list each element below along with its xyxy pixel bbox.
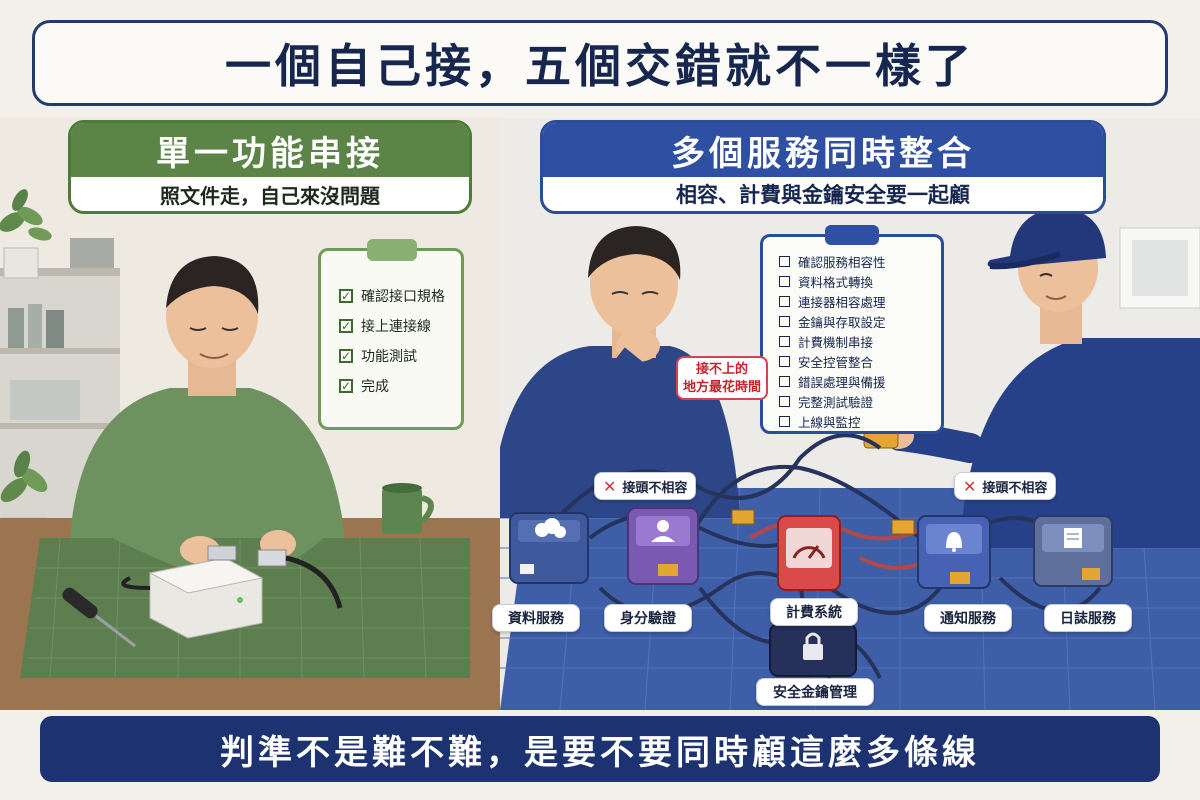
left-subheading: 照文件走，自己來沒問題: [160, 183, 380, 208]
checklist-label: 安全控管整合: [798, 354, 874, 370]
checkbox-empty-icon: [779, 275, 790, 287]
checklist-label: 完整測試驗證: [798, 394, 874, 410]
checkbox-empty-icon: [779, 335, 790, 347]
user-icon: [651, 520, 675, 542]
error-x-icon: ✕: [603, 476, 617, 496]
checklist-label: 確認接口規格: [361, 289, 445, 305]
checkbox-empty-icon: [779, 375, 790, 387]
checklist-item: ✓ 功能測試: [339, 341, 461, 371]
warning-label: 接頭不相容: [622, 480, 688, 496]
checkbox-checked-icon: ✓: [339, 349, 353, 363]
device-box: [148, 545, 287, 639]
checklist-item: 確認服務相容性: [779, 251, 941, 271]
service-label-log: 日誌服務: [1044, 604, 1132, 632]
checklist-label: 接上連接線: [361, 319, 431, 335]
screwdriver-icon: [62, 587, 136, 648]
service-box-billing: [777, 515, 841, 591]
checklist-item: 上線與監控: [779, 411, 941, 431]
checklist-item: ✓ 確認接口規格: [339, 281, 461, 311]
clipboard-clamp: [367, 239, 417, 261]
right-header: 多個服務同時整合 相容、計費與金鑰安全要一起顧: [540, 120, 1106, 214]
checklist-label: 連接器相容處理: [798, 294, 886, 310]
checkbox-checked-icon: ✓: [339, 319, 353, 333]
document-icon: [1064, 528, 1082, 548]
checklist-label: 錯誤處理與備援: [798, 374, 886, 390]
person-left: [70, 256, 345, 575]
warning-label: 接頭不相容: [982, 480, 1048, 496]
checklist-label: 完成: [361, 379, 389, 395]
service-box-auth: [627, 507, 699, 585]
callout-line: 接不上的: [695, 362, 748, 377]
checkbox-checked-icon: ✓: [339, 289, 353, 303]
checklist-label: 計費機制串接: [798, 334, 874, 350]
checklist-label: 功能測試: [361, 349, 417, 365]
checkbox-empty-icon: [779, 415, 790, 427]
bottom-banner: 判準不是難不難，是要不要同時顧這麼多條線: [40, 716, 1160, 782]
service-label-notify: 通知服務: [924, 604, 1012, 632]
checkbox-checked-icon: ✓: [339, 379, 353, 393]
cloud-icon: [535, 518, 566, 538]
bell-icon: [946, 532, 962, 552]
gauge-icon: [792, 545, 826, 559]
mug-icon: [382, 483, 434, 534]
service-label-auth: 身分驗證: [604, 604, 692, 632]
checklist-item: 連接器相容處理: [779, 291, 941, 311]
left-heading: 單一功能串接: [71, 123, 469, 177]
service-label-billing: 計費系統: [770, 598, 858, 626]
checkbox-empty-icon: [779, 295, 790, 307]
title-box: 一個自己接，五個交錯就不一樣了: [32, 20, 1168, 106]
checklist-label: 資料格式轉換: [798, 274, 874, 290]
service-box-log: [1033, 515, 1113, 587]
service-label-data: 資料服務: [492, 604, 580, 632]
checklist-item: ✓ 接上連接線: [339, 311, 461, 341]
left-illustration: [0, 189, 500, 710]
checklist-item: 金鑰與存取設定: [779, 311, 941, 331]
checkbox-empty-icon: [779, 315, 790, 327]
checklist-item: 計費機制串接: [779, 331, 941, 351]
checklist-item: 資料格式轉換: [779, 271, 941, 291]
right-clipboard: 確認服務相容性 資料格式轉換 連接器相容處理 金鑰與存取設定 計費機制串接 安全…: [760, 225, 944, 434]
checkbox-empty-icon: [779, 395, 790, 407]
right-subheading: 相容、計費與金鑰安全要一起顧: [676, 183, 970, 207]
left-clipboard: ✓ 確認接口規格 ✓ 接上連接線 ✓ 功能測試 ✓ 完成: [318, 239, 464, 430]
checklist-item: 完整測試驗證: [779, 391, 941, 411]
incompatible-warning: ✕ 接頭不相容: [954, 472, 1057, 500]
checkbox-empty-icon: [779, 355, 790, 367]
error-x-icon: ✕: [963, 476, 977, 496]
callout-line: 地方最花時間: [682, 380, 761, 395]
left-header: 單一功能串接 照文件走，自己來沒問題: [68, 120, 472, 214]
checklist-label: 金鑰與存取設定: [798, 314, 886, 330]
banner-text: 判準不是難不難，是要不要同時顧這麼多條線: [220, 732, 980, 773]
checklist-label: 上線與監控: [798, 414, 861, 430]
page-title: 一個自己接，五個交錯就不一樣了: [225, 39, 975, 93]
checklist-item: 安全控管整合: [779, 351, 941, 371]
service-box-keys: [769, 623, 857, 677]
service-box-data: [509, 512, 589, 584]
plant-icon: [0, 189, 52, 279]
checklist-item: 錯誤處理與備援: [779, 371, 941, 391]
callout-bubble: 接不上的 地方最花時間: [676, 356, 768, 400]
right-heading: 多個服務同時整合: [543, 123, 1103, 177]
checkbox-empty-icon: [779, 255, 790, 267]
service-box-notify: [917, 515, 991, 589]
clipboard-clamp: [825, 225, 879, 245]
checklist-label: 確認服務相容性: [798, 254, 886, 270]
incompatible-warning: ✕ 接頭不相容: [594, 472, 697, 500]
lock-icon: [803, 632, 823, 660]
checklist-item: ✓ 完成: [339, 371, 461, 401]
service-label-keys: 安全金鑰管理: [756, 678, 874, 706]
